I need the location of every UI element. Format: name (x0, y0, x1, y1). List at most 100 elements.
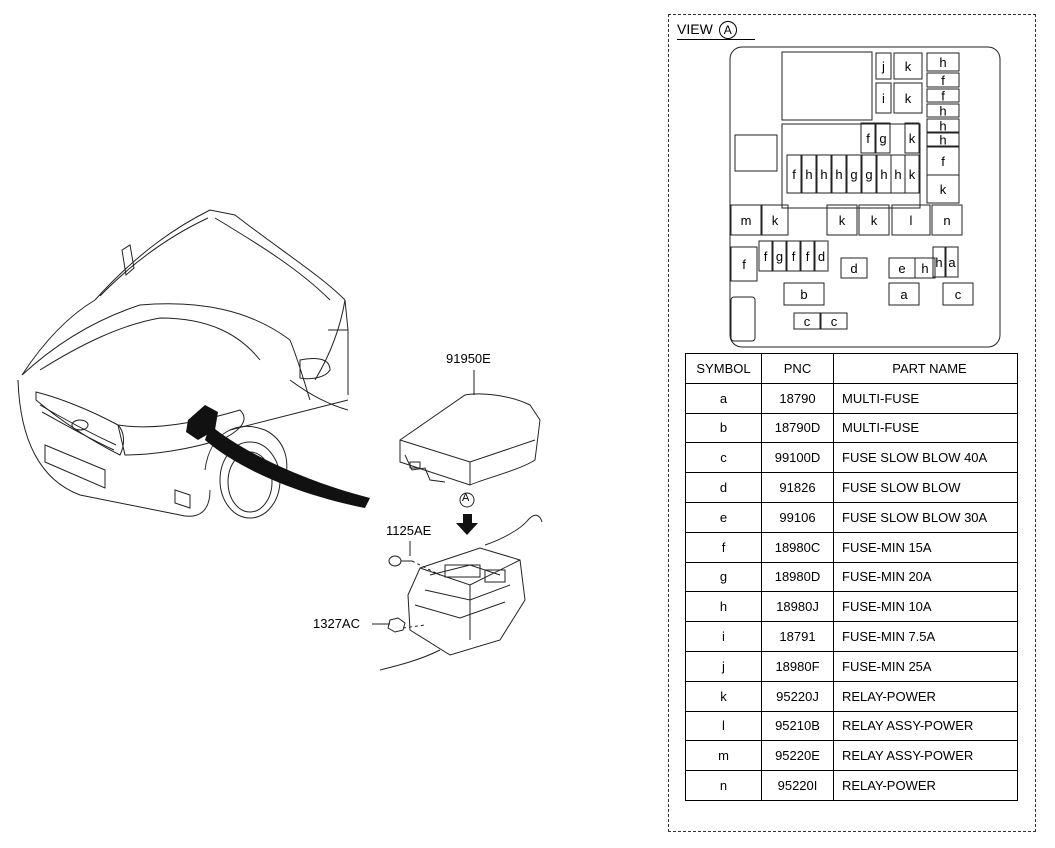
cell-part-name: FUSE-MIN 15A (833, 531, 1018, 563)
fuse-slot-label: a (948, 255, 956, 270)
cell-part-name: MULTI-FUSE (833, 412, 1018, 444)
fuse-slot-label: c (831, 314, 838, 329)
view-word: VIEW (677, 21, 713, 37)
fuse-slot-label: e (898, 261, 905, 276)
fuse-slot-box (861, 154, 877, 194)
fuse-slot-label: h (820, 167, 827, 182)
fuse-slot-box (730, 246, 758, 282)
cell-pnc: 95220J (761, 680, 834, 712)
fuse-slot-box (926, 132, 960, 147)
cell-part-name: RELAY-POWER (833, 770, 1018, 801)
cell-part-name: MULTI-FUSE (833, 382, 1018, 414)
fuse-slot-label: f (806, 249, 810, 264)
fuse-slot-box (800, 240, 815, 272)
fuse-slot-box (758, 240, 773, 272)
fuse-slot-label: h (939, 55, 946, 70)
fuse-slot-label: k (839, 213, 846, 228)
fuse-slot-box (914, 257, 936, 279)
fuse-slot-box (826, 204, 858, 236)
fuse-slot-box (891, 204, 931, 236)
cell-pnc: 18791 (761, 621, 834, 652)
cell-pnc: 18980J (761, 591, 834, 623)
cell-symbol: m (685, 740, 762, 772)
fuse-slot-box (831, 154, 847, 194)
fuse-slot-box (904, 154, 920, 194)
fuse-slot-label: d (850, 261, 857, 276)
fuse-slot-label: h (894, 167, 901, 182)
cell-pnc: 95210B (761, 710, 834, 742)
fuse-slot-box (931, 204, 963, 236)
fuse-slot-label: k (909, 167, 916, 182)
fuse-slot-box (761, 204, 789, 236)
header-pnc: PNC (761, 353, 834, 384)
fuse-slot-label: h (835, 167, 842, 182)
fuse-slot-label: h (805, 167, 812, 182)
fuse-slot-box (846, 154, 862, 194)
car-illustration (17, 209, 543, 671)
cell-part-name: FUSE SLOW BLOW 40A (833, 442, 1018, 474)
fuse-slot-box (926, 72, 960, 88)
view-marker-label: A (462, 492, 470, 504)
fuse-slot-label: h (939, 104, 946, 119)
fuse-slot-box (893, 82, 923, 114)
cell-symbol: e (685, 501, 762, 533)
cell-symbol: i (685, 621, 762, 652)
fuse-slot-label: k (940, 182, 947, 197)
fuse-slot-box (860, 122, 876, 154)
fuse-slot-label: h (880, 167, 887, 182)
fuse-slot-box (730, 204, 762, 236)
fuse-slot-label: c (955, 287, 962, 302)
cell-part-name: FUSE-MIN 25A (833, 650, 1018, 682)
header-part-name: PART NAME (833, 353, 1018, 384)
cell-symbol: k (685, 680, 762, 712)
cover-part-label: 91950E (446, 351, 491, 366)
fuse-slot-label: f (941, 154, 945, 169)
cell-pnc: 18980F (761, 650, 834, 682)
fuse-slot-box (783, 282, 825, 306)
cell-part-name: RELAY ASSY-POWER (833, 740, 1018, 772)
cell-symbol: b (685, 412, 762, 444)
fuse-slot-label: h (939, 133, 946, 148)
fuse-slot-label: g (776, 249, 783, 264)
nut-part-label: 1327AC (313, 616, 360, 631)
fuse-slot-box (904, 122, 920, 154)
cell-symbol: c (685, 442, 762, 474)
fuse-slot-box (926, 118, 960, 133)
cell-part-name: FUSE SLOW BLOW (833, 472, 1018, 503)
fuse-slot-box (786, 154, 802, 194)
cell-pnc: 95220I (761, 770, 834, 801)
fuse-slot-label: f (866, 131, 870, 146)
fuse-slot-label: k (905, 91, 912, 106)
cell-symbol: h (685, 591, 762, 623)
fuse-slot-label: m (741, 213, 752, 228)
cell-part-name: FUSE-MIN 7.5A (833, 621, 1018, 652)
fuse-slot-box (801, 154, 817, 194)
fuse-slot-box (945, 246, 959, 278)
cell-part-name: FUSE SLOW BLOW 30A (833, 501, 1018, 533)
cell-symbol: n (685, 770, 762, 801)
fuse-slot-box (814, 240, 829, 272)
fuse-slot-box (942, 282, 974, 306)
fuse-slot-label: b (800, 287, 807, 302)
fuse-slot-label: f (764, 249, 768, 264)
cell-pnc: 18790D (761, 412, 834, 444)
fuse-slot-label: d (818, 249, 825, 264)
cell-symbol: f (685, 531, 762, 563)
fuse-slot-box (816, 154, 832, 194)
fuse-slot-label: f (742, 257, 746, 272)
